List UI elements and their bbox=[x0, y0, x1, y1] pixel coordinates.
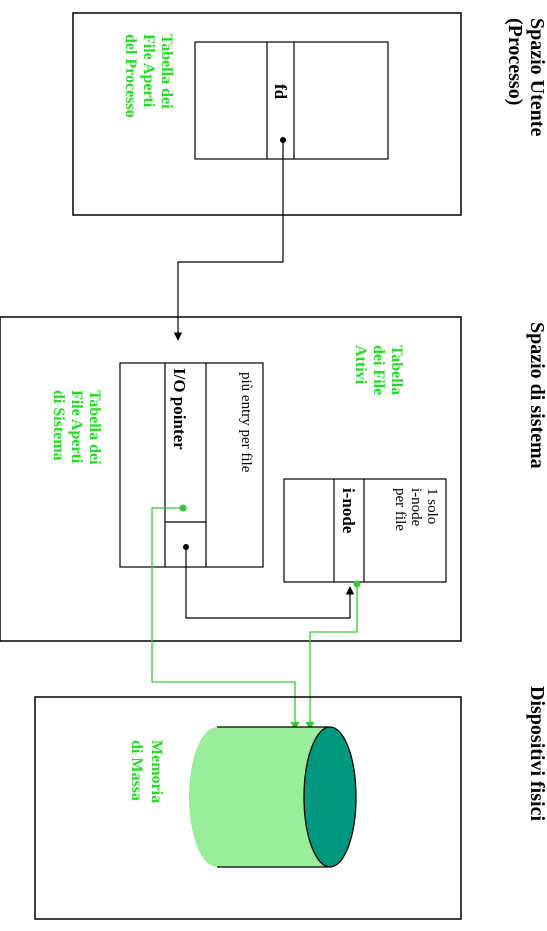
storage-label-line1: Memoria bbox=[148, 740, 165, 803]
user-space-title: Spazio Utente bbox=[526, 18, 547, 136]
active-files-note-line1: 1 solo bbox=[424, 488, 440, 524]
user-table-label-line1: Tabella dei bbox=[158, 34, 175, 109]
io-pointer-label: I/O pointer bbox=[170, 368, 189, 450]
user-table-label-line2: File Aperti bbox=[140, 34, 157, 108]
user-space-subtitle: (Processo) bbox=[504, 18, 526, 105]
storage-label-line2: di Massa bbox=[128, 740, 145, 801]
system-space-title: Spazio di sistema bbox=[526, 322, 547, 469]
system-table-label-line1: Tabella dei bbox=[86, 390, 103, 465]
active-files-label-line1: Tabella bbox=[388, 345, 405, 395]
user-table-label-line3: del Processo bbox=[122, 34, 139, 118]
active-files-note-line2: i-node bbox=[408, 488, 424, 527]
system-table-label-line2: File Aperti bbox=[68, 390, 85, 464]
fd-label: fd bbox=[271, 84, 290, 100]
system-table-note: più entry per file bbox=[238, 372, 254, 473]
active-files-note-line3: per file bbox=[392, 488, 408, 531]
mass-storage-cylinder bbox=[189, 727, 356, 867]
devices-title: Dispositivi fisici bbox=[526, 686, 547, 821]
fd-to-system-table-arrow bbox=[178, 140, 283, 340]
system-table-label-line3: di Sistema bbox=[50, 390, 67, 461]
inode-label: i-node bbox=[339, 488, 358, 534]
active-files-label-line3: Attivi bbox=[352, 345, 369, 385]
process-file-table bbox=[195, 42, 388, 159]
active-files-label-line2: dei File bbox=[370, 345, 387, 395]
